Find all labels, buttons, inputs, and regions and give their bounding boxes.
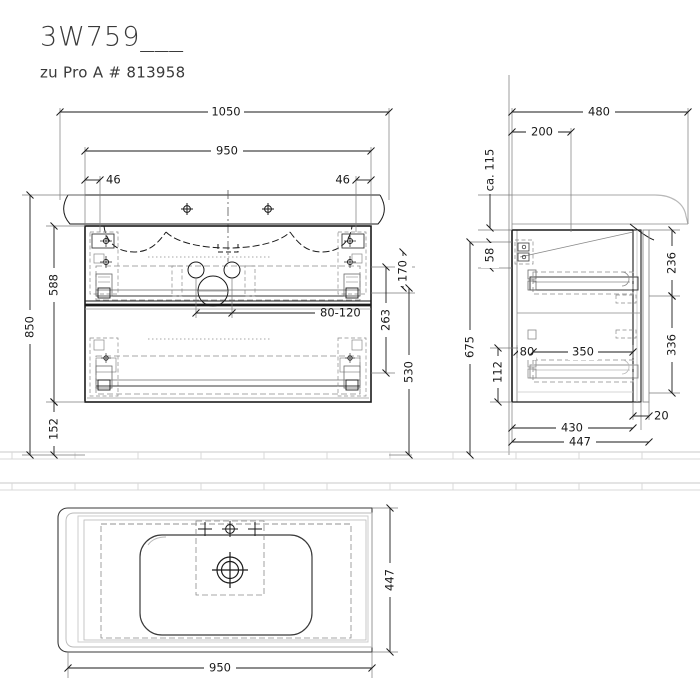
side-dimensions: 480 200 ca. 115 xyxy=(461,103,692,459)
lower-drawer-internals xyxy=(95,338,361,395)
dim-1050: 1050 xyxy=(56,103,393,120)
front-dimensions: 1050 950 46 46 xyxy=(21,103,418,459)
dim-170: 170 xyxy=(395,248,412,292)
dim-label-tap-spacing: 80-120 xyxy=(320,306,361,320)
dim-152: 152 xyxy=(45,398,63,459)
cabinet-side-body xyxy=(511,229,650,403)
dim-236: 236 xyxy=(649,226,681,300)
dim-336: 336 xyxy=(649,292,681,397)
page-subtitle: zu Pro A # 813958 xyxy=(40,64,185,82)
dim-950-front: 950 xyxy=(81,142,375,159)
plan-dimensions: 447 950 xyxy=(64,504,399,678)
dim-label-height-ca-115: ca. 115 xyxy=(483,149,497,192)
dim-label-overall-width: 1050 xyxy=(211,105,240,119)
dim-label-height-152: 152 xyxy=(47,418,61,440)
dim-80-120: 80-120 xyxy=(192,278,361,320)
basin-bowl xyxy=(139,534,313,636)
basin-ledge xyxy=(77,515,369,643)
plan-view: 447 950 xyxy=(57,504,399,678)
dim-46-left: 46 xyxy=(81,173,121,187)
side-section-view: 480 200 ca. 115 xyxy=(461,75,692,459)
dim-label-depth-430: 430 xyxy=(561,421,583,435)
tap-holes xyxy=(198,521,262,537)
dim-label-depth-200: 200 xyxy=(531,125,553,139)
drawer-runner-hardware xyxy=(89,231,367,397)
dim-label-height-675: 675 xyxy=(463,336,477,358)
front-elevation-view: 1050 950 46 46 xyxy=(21,103,418,459)
dim-label-height-236: 236 xyxy=(665,252,679,274)
floor-reference-lines xyxy=(0,451,700,491)
dim-530: 530 xyxy=(400,284,418,459)
basin-fixing-marks xyxy=(181,203,274,215)
dim-950-plan: 950 xyxy=(64,659,376,676)
dim-430-447-20: 20 430 447 xyxy=(508,402,669,450)
cabinet-hidden-outline xyxy=(100,523,352,639)
dim-label-height-263: 263 xyxy=(379,309,393,331)
dim-850: 850 xyxy=(21,191,39,459)
dim-588: 588 xyxy=(45,222,63,406)
side-lower-drawer-internals xyxy=(517,329,639,393)
dim-112: 112 xyxy=(489,344,520,406)
dim-480: 480 xyxy=(508,103,692,120)
dim-label-height-112: 112 xyxy=(491,361,505,383)
upper-drawer-internals xyxy=(95,256,361,307)
drain-outlet xyxy=(212,552,248,588)
dim-label-height-58: 58 xyxy=(483,248,497,263)
side-upper-drawer-internals xyxy=(514,239,639,304)
dim-label-total-height: 850 xyxy=(23,316,37,338)
dim-label-depth-447-side: 447 xyxy=(569,435,591,449)
dim-46-right: 46 xyxy=(335,173,375,187)
washbasin-front xyxy=(63,190,385,262)
dim-label-height-336: 336 xyxy=(665,334,679,356)
page-title: 3W759___ xyxy=(40,22,184,53)
dim-447-plan: 447 xyxy=(381,504,399,656)
dim-label-height-170: 170 xyxy=(396,260,410,282)
dim-label-depth-480: 480 xyxy=(588,105,610,119)
washbasin-side xyxy=(512,194,689,241)
dim-263: 263 xyxy=(378,263,395,377)
basin-outer-rim xyxy=(57,507,373,653)
title-block: 3W759___ zu Pro A # 813958 xyxy=(40,22,185,82)
dim-label-panel-20: 20 xyxy=(654,409,669,423)
cabinet-front-body xyxy=(84,225,372,403)
dim-label-width-950-plan: 950 xyxy=(209,661,231,675)
dim-label-depth-447-plan: 447 xyxy=(383,569,397,591)
dim-58: 58 xyxy=(470,238,512,272)
dim-label-right-offset: 46 xyxy=(335,173,350,187)
dim-label-height-588: 588 xyxy=(47,274,61,296)
dim-label-left-offset: 46 xyxy=(106,173,121,187)
dim-80-350: 80 350 xyxy=(513,344,637,360)
dim-675: 675 xyxy=(461,238,479,459)
tap-hole-zone xyxy=(195,520,265,596)
dim-200: 200 xyxy=(508,123,575,140)
dim-label-inner-80: 80 xyxy=(520,345,535,359)
dim-label-basin-width: 950 xyxy=(216,144,238,158)
dim-label-inner-350: 350 xyxy=(572,345,594,359)
dim-label-height-530: 530 xyxy=(402,361,416,383)
dim-ca-115: ca. 115 xyxy=(481,148,499,232)
